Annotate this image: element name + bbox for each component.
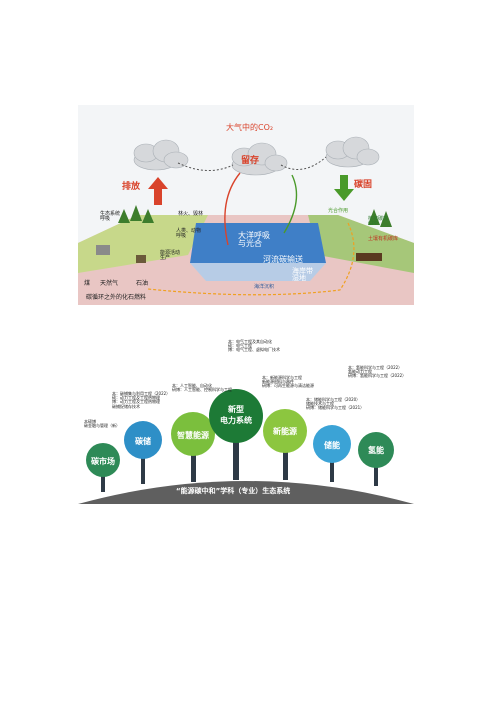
cloud-link-right xyxy=(280,156,327,170)
cloud-icon-left xyxy=(133,139,189,171)
carbon-flow-arrow xyxy=(147,222,355,296)
note-new-power-system: 本：电气工程及其自动化 硕：电气工程 博：电气工程、虚拟电厂技术 xyxy=(228,339,280,353)
cloud-icon-center xyxy=(231,142,288,176)
note-energy-storage: 本：储能科学与工程（2020） 储能技术与工程 研博：储能科学与工程（2021） xyxy=(306,397,365,411)
ocean-floor xyxy=(190,263,326,281)
note-carbon-storage: 本：碳捕集与利用工程（2022） 硕：动力工程及工程热物理 博：动力工程及工程热… xyxy=(112,391,171,409)
ocean-emission-arrow xyxy=(224,172,241,246)
note-new-energy: 本：新能源科学与工程 新能源材料与器件 研博：可再生能源与清洁能源 xyxy=(262,375,314,389)
land-right xyxy=(308,215,414,273)
ground-hill xyxy=(78,481,414,504)
emission-label: 排放 xyxy=(122,182,141,192)
tree-canopy-new-energy xyxy=(263,409,307,453)
soil-carbon-label: 土壤有机碳库 xyxy=(368,236,399,242)
tree-canopy-hydrogen xyxy=(358,432,394,468)
wildfire-label: 林火、毁林 xyxy=(178,211,204,217)
tree-canopy-carbon-market xyxy=(86,443,120,477)
tree-label-new-energy: 新能源 xyxy=(273,427,297,436)
cloud-link-left xyxy=(177,162,234,171)
tree-canopy-smart-energy xyxy=(171,412,215,456)
factory-icon xyxy=(96,245,110,255)
forest-icon xyxy=(118,205,392,227)
ocean-uptake-arrow xyxy=(283,174,298,234)
photosynthesis-label: 光合作用 xyxy=(328,208,349,214)
ocean xyxy=(190,223,326,263)
atmosphere-co2-label: 大气中的CO₂ xyxy=(226,123,274,132)
note-smart-energy: 本：人工智能、自动化 研博：人工智能、控制科学与工程 xyxy=(172,383,232,393)
river-transport-label: 河流碳输送 xyxy=(263,255,303,264)
marine-sediment-label: 海洋沉积 xyxy=(254,284,275,290)
emission-arrow xyxy=(148,177,168,205)
soil-layer-icon xyxy=(356,253,382,261)
tree-label-carbon-market: 碳市场 xyxy=(91,457,115,466)
cloud-icon-right xyxy=(325,136,380,168)
tree-label-new-power-system: 新型 电力系统 xyxy=(220,405,252,425)
tree-label-energy-storage: 储能 xyxy=(324,441,340,450)
ecosystem-graphic xyxy=(78,389,414,504)
tree-label-hydrogen: 氢能 xyxy=(368,446,384,455)
ecosystem-respiration-label: 生态系统 呼吸 xyxy=(100,211,121,223)
human-animal-respiration-label: 人类、动物 呼吸 xyxy=(176,228,202,240)
tree-label-smart-energy: 智慧能源 xyxy=(177,431,209,440)
note-carbon-market: 本硕博 碳金融与管理（新） xyxy=(84,419,120,429)
ocean-respiration-label: 大洋呼吸 与光合 xyxy=(238,231,270,249)
tree-canopy-energy-storage xyxy=(313,425,351,463)
tree-label-carbon-storage: 碳储 xyxy=(135,437,151,446)
tree-canopy-carbon-storage xyxy=(124,421,162,459)
coal-label: 煤 xyxy=(84,280,91,287)
energy-production-label: 能源活动 生产 xyxy=(160,250,181,262)
fossil-fuel-label: 碳循环之外的化石燃料 xyxy=(86,294,147,301)
gpp-label: 植被碳库 GPP xyxy=(368,216,389,228)
carbon-cycle-graphic xyxy=(78,105,414,305)
oil-label: 石油 xyxy=(136,280,149,287)
tree-canopy-new-power-system xyxy=(209,389,263,443)
natural-gas-label: 天然气 xyxy=(100,280,119,287)
carbon-cycle-diagram: 大气中的CO₂ 排放 留存 碳固 生态系统 呼吸 林火、毁林 人类、动物 呼吸 … xyxy=(78,105,414,305)
tree-trunks xyxy=(101,436,378,492)
ecosystem-caption: “能源碳中和”学科（专业）生态系统 xyxy=(176,487,291,495)
note-hydrogen: 本：氢能科学与工程（2022） 氢能动力工程 研博：氢能科学与工程（2022） xyxy=(348,365,407,379)
ecosystem-diagram: 碳市场 碳储 智慧能源 新型 电力系统 新能源 储能 氢能 本硕博 碳金融与管理… xyxy=(78,338,414,504)
oil-pump-icon xyxy=(136,255,146,263)
sequestration-label: 碳固 xyxy=(354,180,373,190)
coastal-wetland-label: 海岸带 湿地 xyxy=(292,267,313,283)
retention-label: 留存 xyxy=(241,156,260,166)
sequestration-arrow xyxy=(334,175,354,201)
land-left xyxy=(78,215,208,273)
